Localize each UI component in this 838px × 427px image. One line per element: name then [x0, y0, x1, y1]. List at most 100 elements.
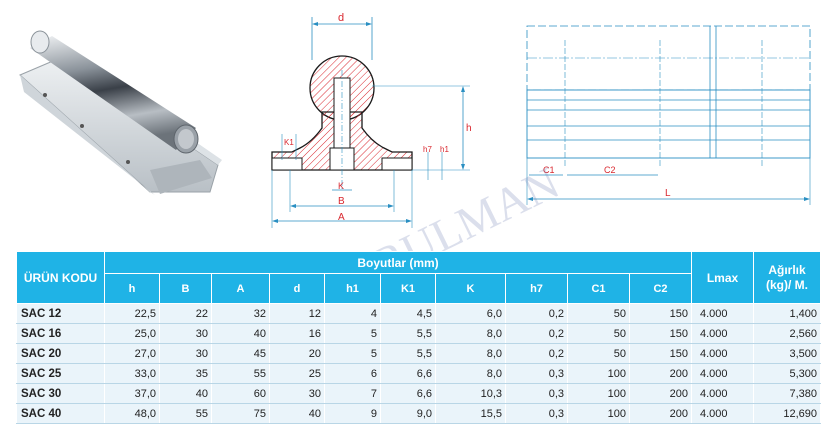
product-code: SAC 20 [16, 343, 105, 364]
cell-b: 40 [159, 383, 212, 404]
cell-d: 25 [269, 363, 325, 384]
cell-b: 30 [159, 323, 212, 344]
table-row: SAC 12 22,5 22 32 12 4 4,5 6,0 0,2 50 15… [16, 303, 821, 324]
cell-a: 40 [211, 323, 270, 344]
cell-h1: 7 [324, 383, 381, 404]
dim-header-b: B [159, 273, 212, 304]
cell-h: 25,0 [104, 323, 160, 344]
cell-h1: 4 [324, 303, 381, 324]
cell-c2: 150 [629, 303, 692, 324]
cell-h: 37,0 [104, 383, 160, 404]
dim-header-c2: C2 [629, 273, 692, 304]
cell-h: 33,0 [104, 363, 160, 384]
table-row: SAC 40 48,0 55 75 40 9 9,0 15,5 0,3 100 … [16, 403, 821, 424]
cell-c1: 100 [567, 363, 630, 384]
label-k: K [338, 181, 344, 191]
cell-k: 10,3 [435, 383, 506, 404]
cell-lmax: 4.000 [691, 403, 754, 424]
cell-c2: 200 [629, 363, 692, 384]
cell-a: 60 [211, 383, 270, 404]
cell-h7: 0,2 [505, 323, 568, 344]
header-weight: Ağırlık (kg)/ M. [753, 251, 821, 304]
cell-b: 22 [159, 303, 212, 324]
table-row: SAC 25 33,0 35 55 25 6 6,6 8,0 0,3 100 2… [16, 363, 821, 384]
cell-h7: 0,2 [505, 303, 568, 324]
cell-lmax: 4.000 [691, 383, 754, 404]
dim-header-h1: h1 [324, 273, 381, 304]
label-a: A [338, 212, 345, 223]
cell-k: 6,0 [435, 303, 506, 324]
cell-c1: 100 [567, 403, 630, 424]
cell-d: 20 [269, 343, 325, 364]
label-h: h [466, 123, 472, 134]
cell-c1: 50 [567, 323, 630, 344]
label-c1: C1 [543, 165, 555, 175]
dim-header-c1: C1 [567, 273, 630, 304]
cell-weight: 2,560 [753, 323, 821, 344]
dim-header-d: d [269, 273, 325, 304]
cell-b: 35 [159, 363, 212, 384]
cell-h: 22,5 [104, 303, 160, 324]
cell-lmax: 4.000 [691, 303, 754, 324]
cell-k1: 5,5 [380, 343, 436, 364]
cell-c2: 200 [629, 403, 692, 424]
cell-k1: 4,5 [380, 303, 436, 324]
label-c2: C2 [604, 165, 616, 175]
cell-weight: 3,500 [753, 343, 821, 364]
cross-section-drawing: d h K1 K B A h7 h1 [271, 12, 472, 228]
header-lmax: Lmax [691, 251, 754, 304]
cell-h1: 6 [324, 363, 381, 384]
header-dimensions: Boyutlar (mm) [104, 251, 692, 274]
product-code: SAC 16 [16, 323, 105, 344]
cell-a: 45 [211, 343, 270, 364]
cell-k1: 5,5 [380, 323, 436, 344]
cell-k: 8,0 [435, 323, 506, 344]
table-row: SAC 20 27,0 30 45 20 5 5,5 8,0 0,2 50 15… [16, 343, 821, 364]
cell-c2: 200 [629, 383, 692, 404]
cell-lmax: 4.000 [691, 363, 754, 384]
cell-d: 16 [269, 323, 325, 344]
cell-h7: 0,3 [505, 363, 568, 384]
cell-k: 8,0 [435, 343, 506, 364]
cell-b: 55 [159, 403, 212, 424]
cell-h: 48,0 [104, 403, 160, 424]
label-l: L [665, 188, 671, 199]
cell-c1: 50 [567, 343, 630, 364]
dim-header-k: K [435, 273, 506, 304]
product-code: SAC 40 [16, 403, 105, 424]
product-code: SAC 30 [16, 383, 105, 404]
product-illustrations: d h K1 K B A h7 h1 C1 C2 L [19, 12, 811, 228]
dim-header-k1: K1 [380, 273, 436, 304]
shaft-photo [19, 30, 222, 195]
label-h7: h7 [423, 145, 432, 154]
cell-weight: 12,690 [753, 403, 821, 424]
side-view-drawing: C1 C2 L [526, 25, 811, 205]
cell-k1: 9,0 [380, 403, 436, 424]
dim-header-h7: h7 [505, 273, 568, 304]
cell-k1: 6,6 [380, 363, 436, 384]
cell-h: 27,0 [104, 343, 160, 364]
cell-lmax: 4.000 [691, 323, 754, 344]
cell-h7: 0,3 [505, 403, 568, 424]
label-k1: K1 [284, 138, 294, 147]
cell-h1: 5 [324, 323, 381, 344]
cell-d: 12 [269, 303, 325, 324]
label-h1: h1 [440, 145, 449, 154]
cell-h7: 0,3 [505, 383, 568, 404]
cell-h7: 0,2 [505, 343, 568, 364]
cell-weight: 5,300 [753, 363, 821, 384]
table-row: SAC 16 25,0 30 40 16 5 5,5 8,0 0,2 50 15… [16, 323, 821, 344]
dim-header-row: h B A d h1 K1 K h7 C1 C2 [17, 273, 821, 304]
cell-a: 75 [211, 403, 270, 424]
cell-weight: 7,380 [753, 383, 821, 404]
dim-header-a: A [211, 273, 270, 304]
cell-c1: 50 [567, 303, 630, 324]
product-code: SAC 12 [16, 303, 105, 324]
product-code: SAC 25 [16, 363, 105, 384]
header-weight-line1: Ağırlık [768, 262, 806, 277]
header-weight-line2: (kg)/ M. [766, 277, 808, 292]
cell-h1: 9 [324, 403, 381, 424]
header-product-code: ÜRÜN KODU [16, 251, 105, 304]
cell-c2: 150 [629, 343, 692, 364]
cell-weight: 1,400 [753, 303, 821, 324]
